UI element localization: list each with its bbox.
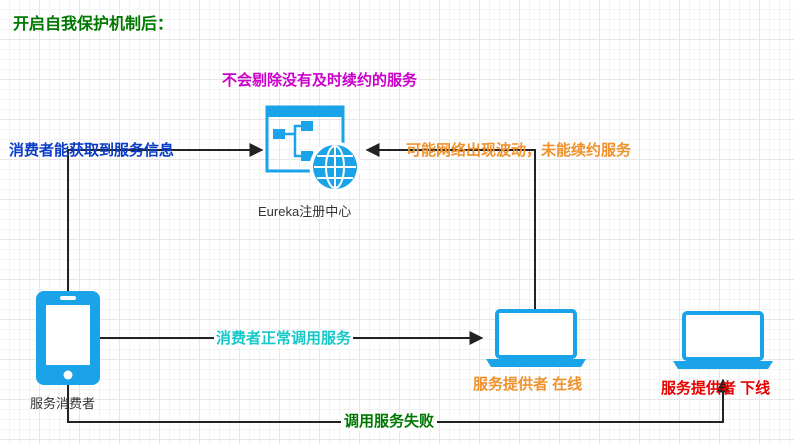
laptop-offline-icon — [673, 311, 773, 369]
provider-network-note: 可能网络出现波动，未能续约服务 — [406, 142, 632, 159]
eureka-note: 不会剔除没有及时续约的服务 — [222, 72, 418, 89]
page-title: 开启自我保护机制后： — [13, 16, 174, 33]
failed-call-label: 调用服务失败 — [341, 413, 438, 431]
provider-online-label: 服务提供者 在线 — [473, 376, 583, 393]
phone-icon — [36, 291, 100, 385]
eureka-server-icon — [265, 105, 361, 193]
normal-call-label: 消费者正常调用服务 — [214, 330, 354, 348]
provider-renew-arrow — [365, 143, 536, 310]
laptop-online-icon — [486, 309, 586, 367]
consumer-fetch-note: 消费者能获取到服务信息 — [9, 142, 175, 159]
consumer-label: 服务消费者 — [30, 396, 96, 411]
eureka-label: Eureka注册中心 — [258, 204, 352, 219]
consumer-fetch-arrow — [67, 143, 264, 292]
provider-offline-label: 服务提供者 下线 — [661, 380, 771, 397]
